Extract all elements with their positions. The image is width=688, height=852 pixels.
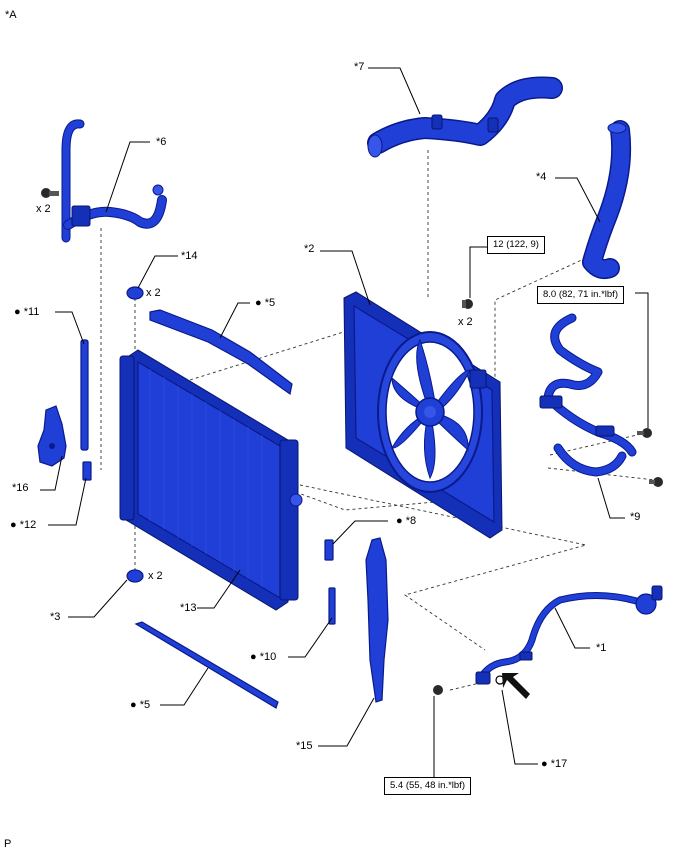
bolt-6 [41,188,59,198]
callout-14: *14 [181,250,198,262]
hose-1 [475,585,663,685]
callout-17: ● *17 [541,758,568,770]
callout-13: *13 [180,602,197,614]
hose-assembly-9 [539,313,637,477]
callout-9: *9 [630,511,641,523]
callout-15: *15 [296,740,313,752]
callout-3: *3 [50,611,61,623]
hose-pipe-assembly-6 [61,119,167,243]
torque-spec-12: 12 (122, 9) [487,236,545,254]
seal-8 [324,539,334,561]
callout-2: *2 [304,243,315,255]
bolt-12nm [462,299,473,309]
fan-shroud-2 [343,291,503,539]
side-seal-15 [365,537,389,703]
bolt-8nm [637,428,652,438]
torque-spec-54: 5.4 (55, 48 in.*lbf) [384,777,471,795]
callout-10: ● *10 [250,651,277,663]
lower-cushion-3 [126,569,144,583]
seal-5-lower [134,621,279,709]
upper-hose-7 [367,76,563,158]
callout-7: *7 [354,61,365,73]
callout-5-lower: ● *5 [130,699,151,711]
callout-12: ● *12 [10,519,37,531]
qty-cushion-bottom: x 2 [148,570,163,582]
bracket-16 [37,405,67,467]
callout-8: ● *8 [396,515,417,527]
bolt-54nm [433,685,443,695]
footer-code-label: P [4,838,12,850]
leader-lines [40,67,649,778]
bolt-9 [649,477,663,487]
seal-10 [328,587,336,625]
arrow-indicator [502,673,530,699]
callout-6: *6 [156,136,167,148]
qty-bolt-6: x 2 [36,203,51,215]
seal-12 [82,461,92,481]
qty-bolt-12: x 2 [458,316,473,328]
callout-4: *4 [536,171,547,183]
callout-1: *1 [596,642,607,654]
radiator-13 [119,349,303,611]
torque-spec-8: 8.0 (82, 71 in.*lbf) [537,286,624,304]
seal-11 [80,339,89,451]
figure-id-label: *A [5,9,17,21]
upper-cushion-14 [126,286,144,300]
callout-11: ● *11 [14,306,40,318]
callout-5-upper: ● *5 [255,297,276,309]
hose-4 [582,120,632,280]
callout-16: *16 [12,482,29,494]
qty-cushion-top: x 2 [146,287,161,299]
seal-5-upper [149,309,293,396]
